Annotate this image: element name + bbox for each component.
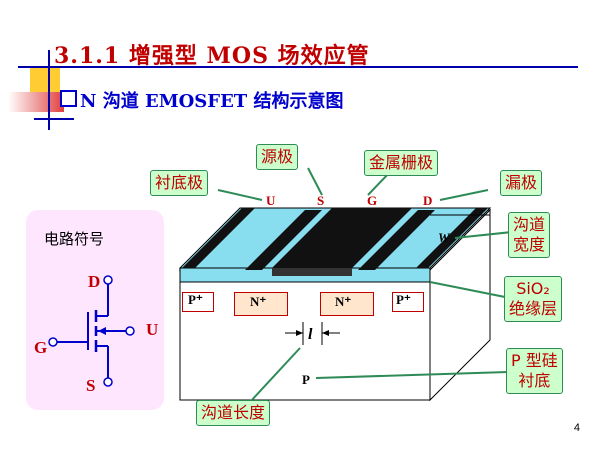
callout-p-silicon-line2: 衬底 <box>518 371 551 390</box>
leader-p-silicon <box>315 371 509 379</box>
n-plus-right-label: N⁺ <box>335 294 352 309</box>
substrate-contact-metal <box>182 208 255 268</box>
source-contact-metal <box>245 210 322 270</box>
deco-line-v <box>48 50 50 130</box>
leader-sio2 <box>429 281 511 299</box>
substrate-front-face <box>179 269 431 401</box>
bullet-checkbox-icon <box>60 90 77 107</box>
callout-sio2: SiO₂ 绝缘层 <box>504 276 563 322</box>
callout-drain: 漏极 <box>500 170 543 196</box>
p-plus-right-region <box>392 292 424 312</box>
p-plus-right-label: P⁺ <box>396 292 411 307</box>
n-plus-right-region <box>320 292 374 316</box>
gate-metal-front <box>272 268 352 276</box>
callout-p-silicon: P 型硅 衬底 <box>506 348 563 394</box>
terminal-u: U <box>266 193 276 208</box>
n-plus-left-label: N⁺ <box>250 294 267 309</box>
callout-sio2-line1: SiO₂ <box>516 279 550 298</box>
p-plus-left-region <box>182 292 214 312</box>
callout-p-silicon-line1: P 型硅 <box>511 351 558 370</box>
length-label: l <box>308 326 313 343</box>
nmos-symbol-icon <box>48 275 135 387</box>
terminal-g: G <box>367 193 378 208</box>
gate-metal <box>272 208 412 268</box>
page-subtitle: N 沟道 EMOSFET 结构示意图 <box>80 91 344 112</box>
n-plus-left-region <box>234 292 288 316</box>
callout-sio2-line2: 绝缘层 <box>509 299 558 318</box>
terminal-d: D <box>423 193 433 208</box>
symbol-label-u: U <box>146 320 159 339</box>
symbol-label-s: S <box>86 376 96 395</box>
circuit-symbol-title: 电路符号 <box>44 230 105 248</box>
symbol-label-g: G <box>34 338 48 357</box>
deco-line-h <box>18 66 578 68</box>
leader-width <box>454 231 513 239</box>
callout-channel-width-line1: 沟道 <box>513 215 546 234</box>
deco-block-red <box>8 92 64 112</box>
width-label: W <box>438 230 450 245</box>
p-plus-left-label: P⁺ <box>188 292 203 307</box>
terminal-s: S <box>317 193 325 208</box>
leader-source <box>307 167 323 196</box>
callout-channel-width-line2: 宽度 <box>513 235 546 254</box>
leader-substrate <box>217 189 263 201</box>
page-number: 4 <box>573 422 580 434</box>
callout-channel-width: 沟道 宽度 <box>508 212 551 258</box>
page-title: 3.1.1 增强型 MOS 场效应管 <box>54 43 370 69</box>
callout-substrate-electrode: 衬底极 <box>150 170 209 196</box>
leader-channel-length <box>249 347 301 403</box>
callout-channel-length: 沟道长度 <box>196 400 271 426</box>
substrate-contact-metal-right <box>416 208 488 268</box>
drain-contact-metal <box>358 210 435 270</box>
p-body-label: P <box>302 372 310 387</box>
deco-line-h2 <box>34 118 74 120</box>
symbol-label-d: D <box>88 272 101 291</box>
callout-source: 源极 <box>256 144 299 170</box>
callout-gate-metal: 金属栅极 <box>364 150 439 176</box>
leader-drain <box>439 189 489 201</box>
